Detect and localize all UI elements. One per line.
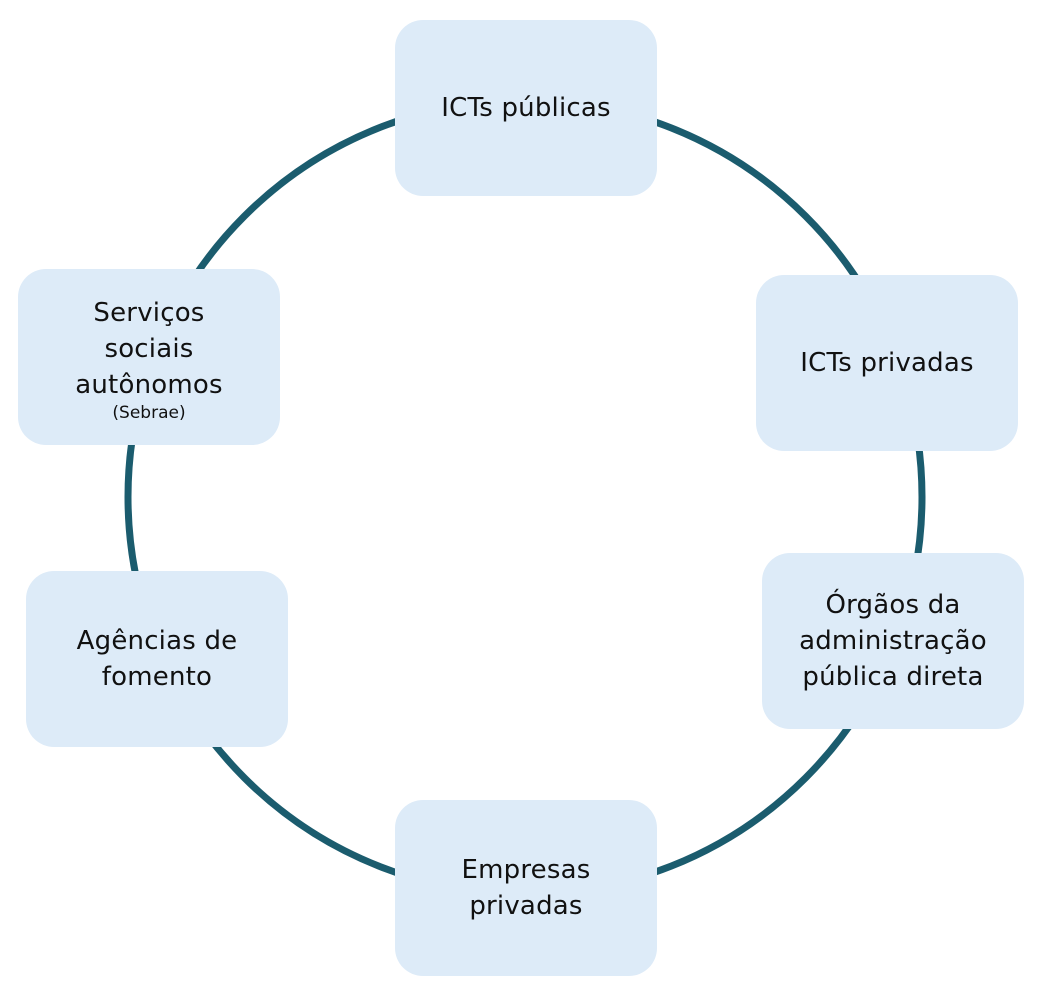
node-agencias-fomento: Agências de fomento: [26, 571, 288, 747]
node-icts-publicas: ICTs públicas: [395, 20, 657, 196]
node-empresas-privadas: Empresas privadas: [395, 800, 657, 976]
node-label: ICTs públicas: [441, 93, 611, 123]
node-orgaos-administracao-publica: Órgãos da administração pública direta: [762, 553, 1024, 729]
node-label: Empresas privadas: [461, 855, 591, 921]
node-label: Agências de fomento: [76, 626, 238, 692]
node-servicos-sociais-autonomos: Serviços sociais autônomos (Sebrae): [18, 269, 280, 445]
ring-circle: [124, 96, 926, 898]
node-icts-privadas: ICTs privadas: [756, 275, 1018, 451]
node-label: ICTs privadas: [800, 348, 974, 378]
node-sublabel: (Sebrae): [112, 403, 186, 423]
node-label: Serviços sociais autônomos: [75, 298, 223, 400]
node-label: Órgãos da administração pública direta: [799, 590, 987, 692]
